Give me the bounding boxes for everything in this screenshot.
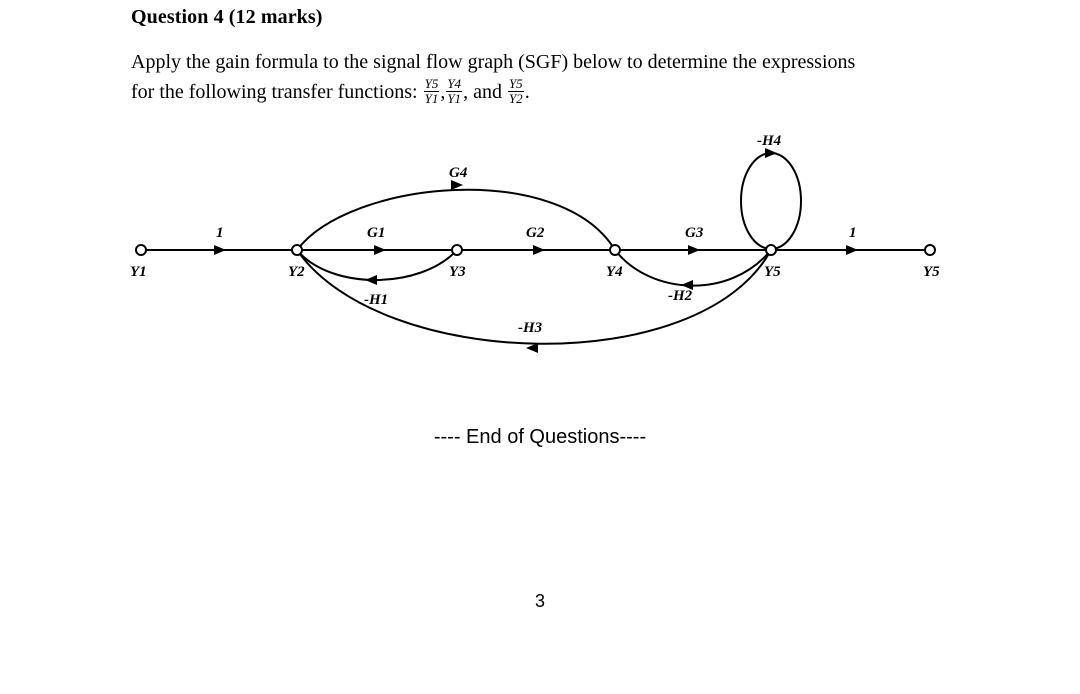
arrow-g3 (688, 245, 700, 255)
arrow-h4 (765, 148, 777, 158)
node-label-y5-out: Y5 (923, 264, 940, 280)
question-heading: Question 4 (12 marks) (131, 6, 323, 28)
branch-label-g3: G3 (685, 225, 704, 241)
branch-label-h4: -H4 (757, 133, 782, 149)
branch-label-g1: G1 (367, 225, 385, 241)
branch-h4-loop (740, 152, 802, 250)
line-2-prefix: for the following transfer functions: (131, 81, 418, 103)
arrow-h1 (365, 275, 377, 285)
page-number: 3 (534, 591, 545, 611)
node-label-y4: Y4 (606, 264, 623, 280)
branch-label-1-in: 1 (216, 225, 224, 241)
arrow-g1 (374, 245, 386, 255)
branch-label-g2: G2 (526, 225, 545, 241)
arrow-h3 (526, 343, 538, 353)
branch-h3-arc (296, 249, 772, 345)
question-text: Apply the gain formula to the signal flo… (131, 47, 991, 108)
node-label-y3: Y3 (449, 264, 466, 280)
node-label-y2: Y2 (288, 264, 305, 280)
arrow-h2 (681, 280, 693, 290)
node-y5-out (924, 244, 936, 256)
node-y4 (609, 244, 621, 256)
question-line-1: Apply the gain formula to the signal flo… (131, 51, 856, 73)
node-y3 (451, 244, 463, 256)
node-y1 (135, 244, 147, 256)
node-y2 (291, 244, 303, 256)
arrow-y1-y2 (214, 245, 226, 255)
node-label-y1: Y1 (130, 264, 147, 280)
branch-label-1-out: 1 (849, 225, 857, 241)
arrow-g4 (451, 180, 463, 190)
and-word: and (473, 81, 502, 103)
branch-label-h1: -H1 (364, 292, 388, 308)
branch-label-g4: G4 (449, 165, 468, 181)
arrow-g2 (533, 245, 545, 255)
branch-label-h2: -H2 (668, 288, 693, 304)
node-y5 (765, 244, 777, 256)
arrow-out (846, 245, 858, 255)
node-label-y5: Y5 (764, 264, 781, 280)
end-of-questions: ---- End of Questions---- (433, 426, 647, 448)
branch-label-h3: -H3 (518, 320, 543, 336)
branch-g4-arc (296, 188, 616, 251)
question-line-2: for the following transfer functions: Y5… (131, 75, 530, 106)
